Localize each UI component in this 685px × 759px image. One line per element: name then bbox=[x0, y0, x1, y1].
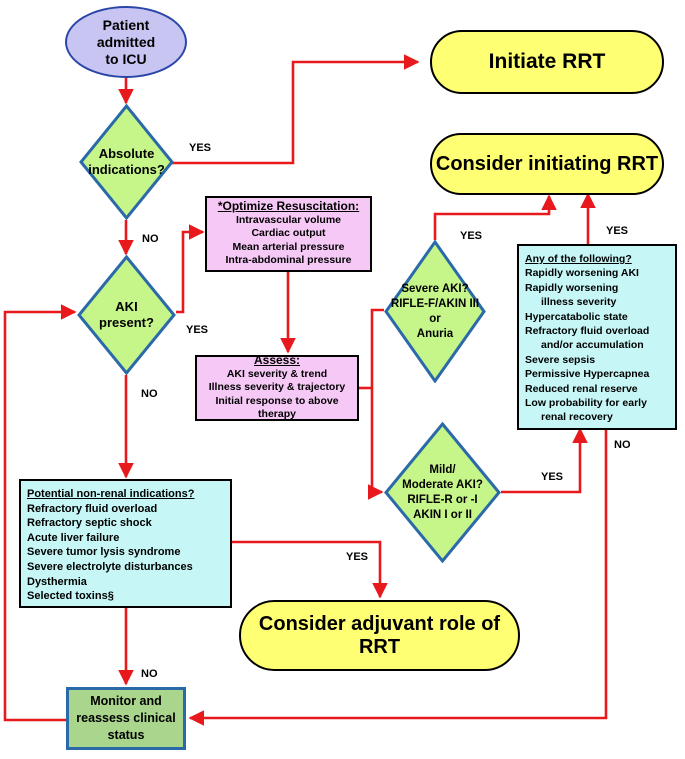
arrow-to-mild bbox=[367, 388, 384, 500]
arrow-monitor-loop bbox=[3, 304, 77, 722]
non-renal-item: Severe tumor lysis syndrome bbox=[27, 546, 181, 559]
admit-line-3: to ICU bbox=[105, 50, 147, 67]
arrow-any-no bbox=[188, 430, 608, 726]
no-label-absolute: NO bbox=[142, 233, 159, 245]
absolute-indications-diamond: Absolute indications? bbox=[79, 104, 174, 220]
yes-label-any: YES bbox=[606, 225, 629, 237]
non-renal-item: Severe electrolyte disturbances bbox=[27, 560, 193, 573]
absolute-line-1: Absolute bbox=[98, 146, 155, 161]
yes-label-absolute: YES bbox=[189, 142, 212, 154]
initiate-rrt-terminal: Initiate RRT bbox=[430, 30, 664, 94]
initiate-rrt-text: Initiate RRT bbox=[488, 50, 606, 73]
optimize-item: Mean arterial pressure bbox=[232, 240, 345, 253]
optimize-item: Intra-abdominal pressure bbox=[225, 254, 352, 267]
absolute-diamond-shape bbox=[79, 104, 174, 220]
any-item: Hypercatabolic state bbox=[525, 310, 628, 323]
no-label-any: NO bbox=[614, 439, 631, 451]
optimize-title: *Optimize Resuscitation: bbox=[217, 199, 360, 214]
mild-line-2: Moderate AKI? bbox=[402, 478, 483, 491]
arrow-severe-yes bbox=[433, 194, 557, 240]
mild-aki-diamond: Mild/ Moderate AKI? RIFLE-R or -I AKIN I… bbox=[384, 422, 501, 563]
monitor-line-2: reassess clinical bbox=[76, 711, 176, 725]
any-item: Severe sepsis bbox=[525, 353, 596, 366]
mild-line-4: AKIN I or II bbox=[413, 508, 472, 521]
monitor-line-1: Monitor and bbox=[90, 694, 162, 708]
any-item: and/or accumulation bbox=[541, 339, 644, 352]
absolute-line-2: indications? bbox=[88, 162, 165, 177]
yes-label-severe: YES bbox=[460, 230, 483, 242]
any-item: Reduced renal reserve bbox=[525, 382, 638, 395]
aki-line-2: present? bbox=[99, 315, 154, 330]
arrow-to-severe bbox=[370, 308, 384, 388]
admit-line-2: admitted bbox=[96, 33, 156, 50]
optimize-item: Intravascular volume bbox=[235, 213, 342, 226]
admit-oval: Patient admitted to ICU bbox=[65, 6, 187, 78]
monitor-line-3: status bbox=[107, 728, 145, 742]
non-renal-item: Refractory fluid overload bbox=[27, 502, 158, 515]
non-renal-item: Selected toxins§ bbox=[27, 590, 114, 603]
non-renal-item: Refractory septic shock bbox=[27, 517, 152, 530]
optimize-item: Cardiac output bbox=[251, 227, 326, 240]
optimize-resuscitation-box: *Optimize Resuscitation: Intravascular v… bbox=[205, 196, 372, 272]
aki-present-diamond: AKI present? bbox=[77, 255, 176, 375]
non-renal-item: Dysthermia bbox=[27, 575, 87, 588]
assess-item: AKI severity & trend bbox=[226, 367, 328, 380]
severe-aki-diamond: Severe AKI? RIFLE-F/AKIN III or Anuria bbox=[384, 240, 486, 383]
assess-item: Illness severity & trajectory bbox=[208, 381, 346, 394]
mild-diamond-shape bbox=[384, 422, 501, 563]
arrow-mild-yes bbox=[501, 427, 588, 494]
adjuvant-rrt-terminal: Consider adjuvant role of RRT bbox=[239, 600, 520, 671]
any-item: Permissive Hypercapnea bbox=[525, 368, 650, 381]
no-label-aki: NO bbox=[141, 388, 158, 400]
any-item: renal recovery bbox=[541, 411, 613, 424]
severe-line-2: RIFLE-F/AKIN III or bbox=[390, 297, 480, 325]
arrow-aki-yes bbox=[176, 224, 205, 314]
any-item: Rapidly worsening bbox=[525, 281, 619, 294]
non-renal-title: Potential non-renal indications? bbox=[27, 488, 195, 500]
non-renal-indications-box: Potential non-renal indications? Refract… bbox=[19, 479, 232, 608]
admit-line-1: Patient bbox=[102, 16, 150, 33]
adjuvant-text: Consider adjuvant role of RRT bbox=[258, 612, 501, 658]
severe-line-1: Severe AKI? bbox=[401, 282, 469, 295]
any-item: illness severity bbox=[541, 296, 617, 309]
any-item: Refractory fluid overload bbox=[525, 325, 650, 338]
assess-item: Initial response to above therapy bbox=[215, 394, 339, 421]
mild-line-3: RIFLE-R or -I bbox=[407, 493, 478, 506]
arrow-absolute-yes bbox=[172, 54, 420, 165]
yes-label-mild: YES bbox=[541, 471, 564, 483]
any-title: Any of the following? bbox=[525, 253, 632, 265]
yes-label-aki: YES bbox=[186, 324, 209, 336]
non-renal-item: Acute liver failure bbox=[27, 531, 120, 544]
mild-line-1: Mild/ bbox=[429, 463, 456, 476]
severe-diamond-shape bbox=[384, 240, 486, 383]
no-label-nonrenal: NO bbox=[141, 668, 158, 680]
aki-line-1: AKI bbox=[115, 299, 138, 314]
consider-initiating-terminal: Consider initiating RRT bbox=[430, 133, 664, 195]
arrow-nonrenal-yes bbox=[232, 540, 388, 599]
assess-title: Assess: bbox=[253, 353, 301, 368]
assess-box: Assess: AKI severity & trend Illness sev… bbox=[195, 353, 359, 421]
yes-label-nonrenal: YES bbox=[346, 551, 369, 563]
any-of-following-box: Any of the following? Rapidly worsening … bbox=[517, 244, 677, 430]
any-item: Rapidly worsening AKI bbox=[525, 267, 639, 280]
consider-initiating-text: Consider initiating RRT bbox=[435, 152, 659, 175]
monitor-reassess-box: Monitor and reassess clinical status bbox=[66, 687, 186, 750]
any-item: Low probability for early bbox=[525, 397, 647, 410]
aki-diamond-shape bbox=[77, 255, 176, 375]
severe-line-3: Anuria bbox=[416, 327, 454, 340]
